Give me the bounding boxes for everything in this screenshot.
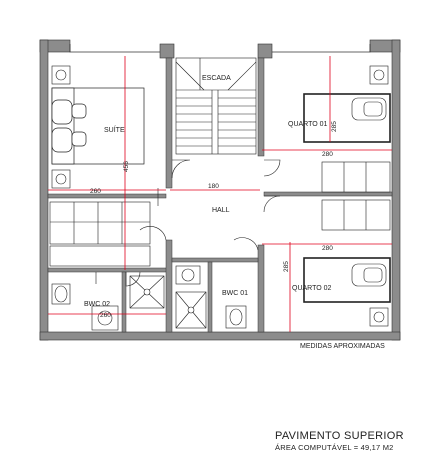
- quarto-01-bed: [303, 93, 391, 143]
- computable-area: ÁREA COMPUTÁVEL = 49,17 M2: [275, 443, 394, 452]
- bwc-01-fixtures: [175, 265, 247, 329]
- dim-suite-width: 260: [90, 188, 101, 195]
- dim-quarto-01-depth: 285: [331, 121, 338, 132]
- suite-bed: [51, 87, 145, 165]
- suite-nightstands: [51, 65, 71, 189]
- dim-quarto-02-depth: 285: [283, 261, 290, 272]
- room-label-escada: ESCADA: [202, 75, 231, 82]
- dimension-lines: [48, 56, 392, 332]
- dim-bwc-02-width: 260: [100, 312, 111, 319]
- room-label-quarto-02: QUARTO 02: [292, 285, 332, 292]
- approximate-measures-note: MEDIDAS APROXIMADAS: [300, 343, 385, 350]
- quarto-01-furniture: [321, 65, 391, 193]
- room-label-quarto-01: QUARTO 01: [288, 121, 328, 128]
- dim-hall-width: 180: [208, 183, 219, 190]
- interior-walls: [47, 57, 393, 333]
- quarto-02-furniture: [321, 199, 391, 327]
- exterior-walls: [39, 39, 401, 341]
- suite-wardrobe: [49, 201, 151, 267]
- room-label-hall: HALL: [212, 207, 230, 214]
- quarto-02-bed: [303, 257, 391, 303]
- room-label-bwc-02: BWC 02: [84, 301, 110, 308]
- dim-suite-height: 456: [123, 161, 130, 172]
- stair: [175, 57, 257, 155]
- room-label-suite: SUÍTE: [104, 125, 125, 134]
- outer-outline: [69, 44, 371, 53]
- dim-quarto-01-width: 280: [322, 151, 333, 158]
- dim-quarto-02-width: 280: [322, 245, 333, 252]
- bwc-02-fixtures: [51, 275, 165, 331]
- room-label-bwc-01: BWC 01: [222, 290, 248, 297]
- doors: [95, 159, 281, 287]
- floor-title: PAVIMENTO SUPERIOR: [275, 430, 404, 442]
